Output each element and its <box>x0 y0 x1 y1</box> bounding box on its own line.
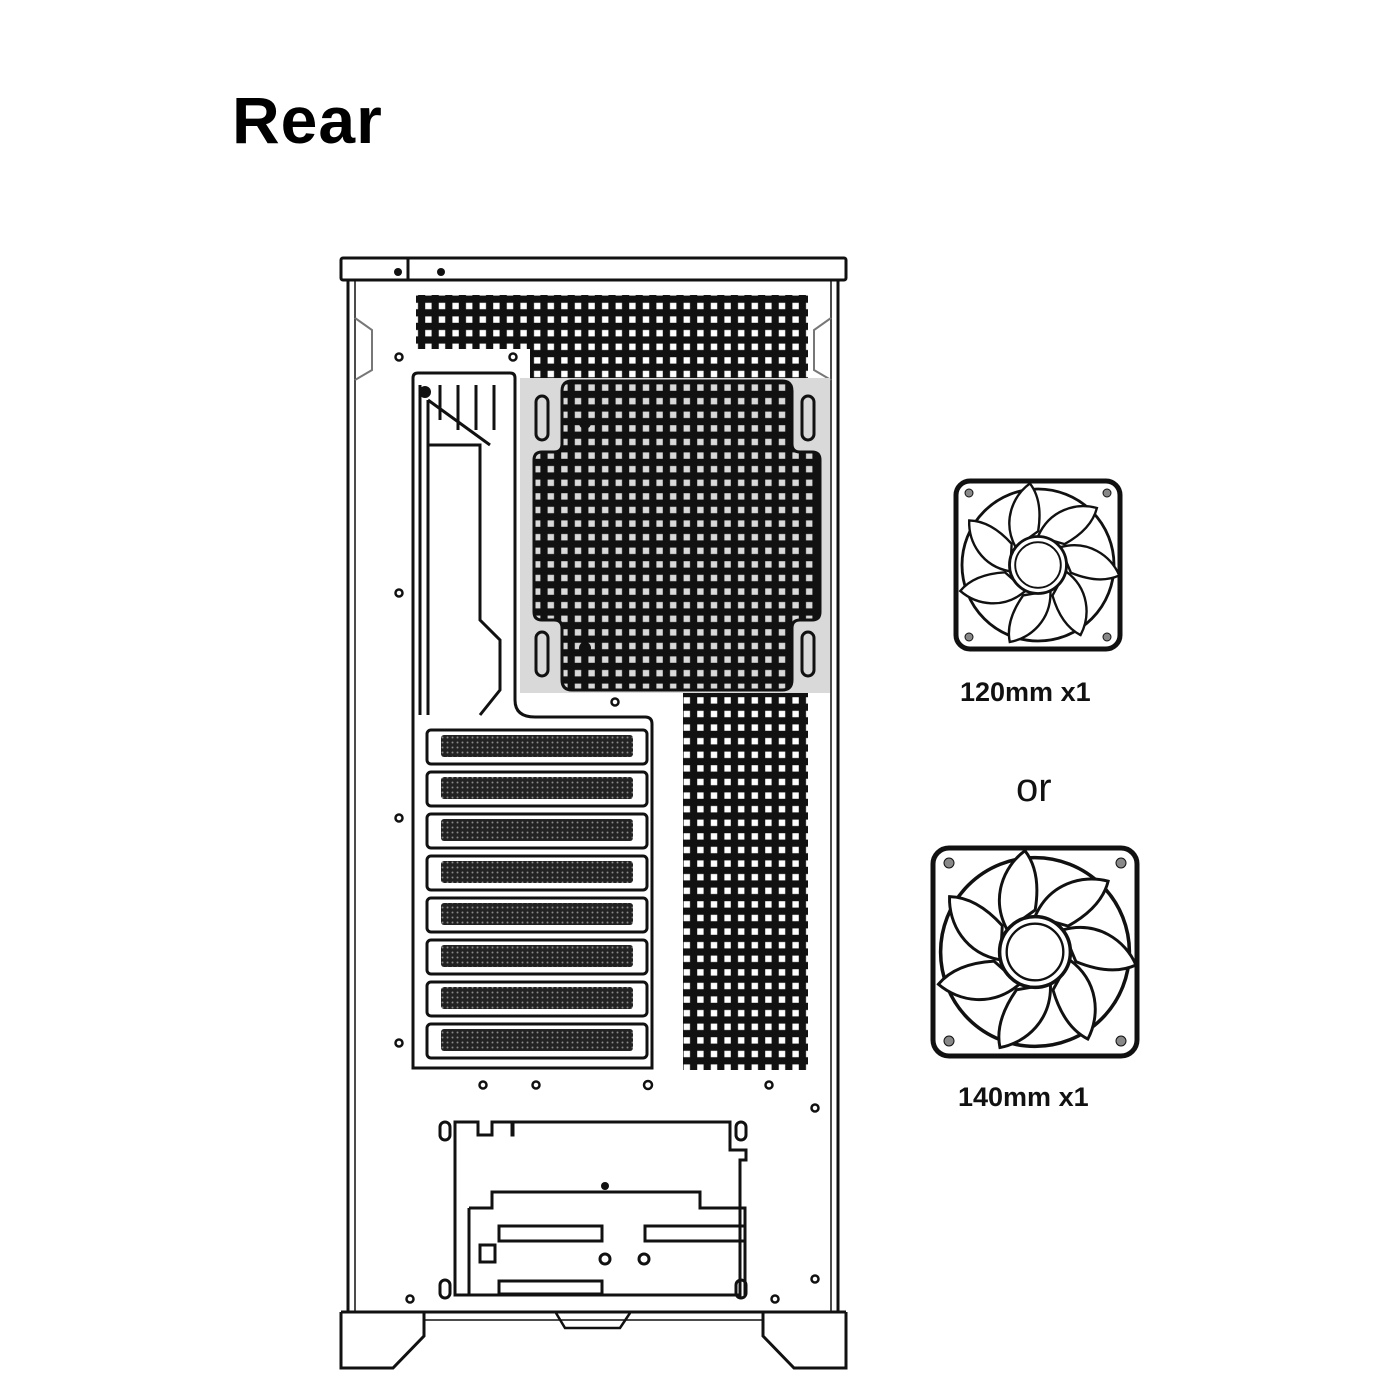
pcie-slot <box>425 812 649 850</box>
fan-mount-mesh <box>532 379 822 692</box>
pcie-slot <box>425 980 649 1018</box>
case-body <box>339 256 848 1370</box>
vertical-gpu-bracket <box>411 371 654 1070</box>
pcie-slot <box>425 938 649 976</box>
pcie-slot <box>425 1022 649 1060</box>
side-vent-mesh <box>683 693 808 1070</box>
fan-140mm-icon <box>930 845 1140 1059</box>
pcie-slot <box>425 770 649 808</box>
page-title: Rear <box>232 83 383 157</box>
fan-option-label-120mm: 120mm x1 <box>960 677 1091 707</box>
pcie-slot <box>425 854 649 892</box>
psu-bay <box>438 1120 748 1300</box>
pcie-slot <box>425 728 649 766</box>
pcie-slot <box>425 896 649 934</box>
pcie-slots <box>425 728 649 1060</box>
fan-120mm-icon <box>953 478 1123 652</box>
fan-option-label-140mm: 140mm x1 <box>958 1082 1089 1112</box>
screw-holes <box>394 352 820 1304</box>
separator-or: or <box>1016 766 1052 810</box>
top-vent-mesh <box>416 295 808 379</box>
